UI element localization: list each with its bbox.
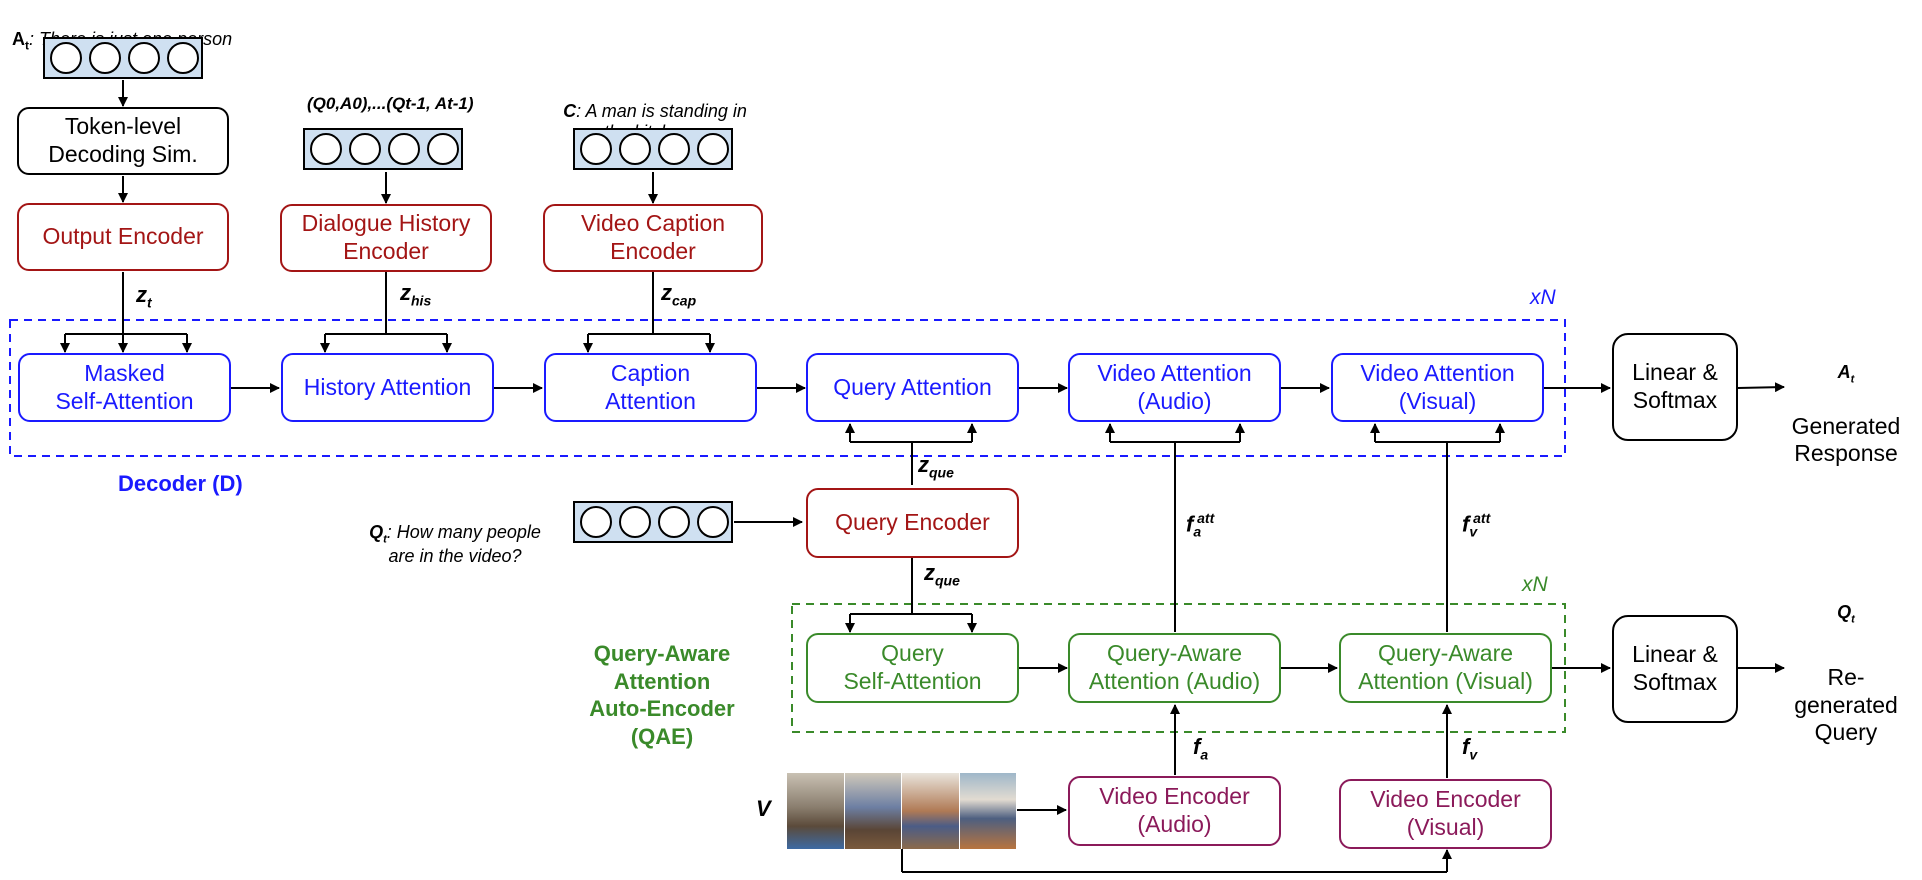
query-input-label: Qt: How many people are in the video?: [369, 521, 541, 567]
decoder-repeat-label: xN: [1530, 286, 1556, 309]
history-attention-block: History Attention: [281, 353, 494, 422]
z-que-decoder-label: zque: [918, 452, 954, 481]
video-caption-encoder-box: Video Caption Encoder: [543, 204, 763, 272]
z-his-label: zhis: [400, 280, 432, 309]
query-token-sequence: [573, 501, 733, 543]
z-que-qae-label: zque: [924, 560, 960, 589]
query-encoder-box: Query Encoder: [806, 488, 1019, 558]
query-aware-attention-audio-block: Query-Aware Attention (Audio): [1068, 633, 1281, 703]
z-cap-label: zcap: [661, 280, 697, 309]
output-encoder-box: Output Encoder: [17, 203, 229, 271]
regenerated-query-output: Qt Re- generated Query: [1794, 601, 1898, 746]
qae-frame: [791, 603, 1566, 733]
qae-repeat-label: xN: [1522, 573, 1548, 596]
f-v-label: fv: [1462, 734, 1478, 763]
dialogue-history-encoder-box: Dialogue History Encoder: [280, 204, 492, 272]
linear-softmax-qae-box: Linear & Softmax: [1612, 615, 1738, 723]
fa-att-label: faatt: [1186, 510, 1215, 540]
video-encoder-visual-box: Video Encoder (Visual): [1339, 779, 1552, 849]
generated-response-output: At Generated Response: [1791, 362, 1901, 466]
token-level-decoding-box: Token-level Decoding Sim.: [17, 107, 229, 175]
qae-label: Query-Aware Attention Auto-Encoder (QAE): [589, 641, 735, 749]
fv-att-label: fvatt: [1462, 510, 1491, 540]
history-token-sequence: [303, 128, 463, 170]
video-frame-1: [787, 773, 845, 849]
video-attention-visual-block: Video Attention (Visual): [1331, 353, 1544, 422]
masked-self-attention-block: Masked Self-Attention: [18, 353, 231, 422]
f-a-label: fa: [1193, 734, 1209, 763]
caption-token-sequence: [573, 128, 733, 170]
video-encoder-audio-box: Video Encoder (Audio): [1068, 776, 1281, 846]
z-t-label: zt: [136, 282, 152, 311]
dialogue-history-input-label: (Q0,A0),...(Qt-1, At-1): [307, 94, 474, 113]
response-token-sequence: [43, 37, 203, 79]
query-aware-attention-visual-block: Query-Aware Attention (Visual): [1339, 633, 1552, 703]
video-input-label: V: [756, 796, 771, 821]
query-attention-block: Query Attention: [806, 353, 1019, 422]
query-self-attention-block: Query Self-Attention: [806, 633, 1019, 703]
decoder-label: Decoder (D): [118, 471, 243, 496]
video-frame-2: [844, 773, 902, 849]
video-frames: [787, 773, 1017, 849]
video-frame-3: [902, 773, 960, 849]
linear-softmax-decoder-box: Linear & Softmax: [1612, 333, 1738, 441]
decoder-frame: [9, 319, 1566, 457]
video-attention-audio-block: Video Attention (Audio): [1068, 353, 1281, 422]
caption-attention-block: Caption Attention: [544, 353, 757, 422]
video-frame-4: [959, 773, 1017, 849]
